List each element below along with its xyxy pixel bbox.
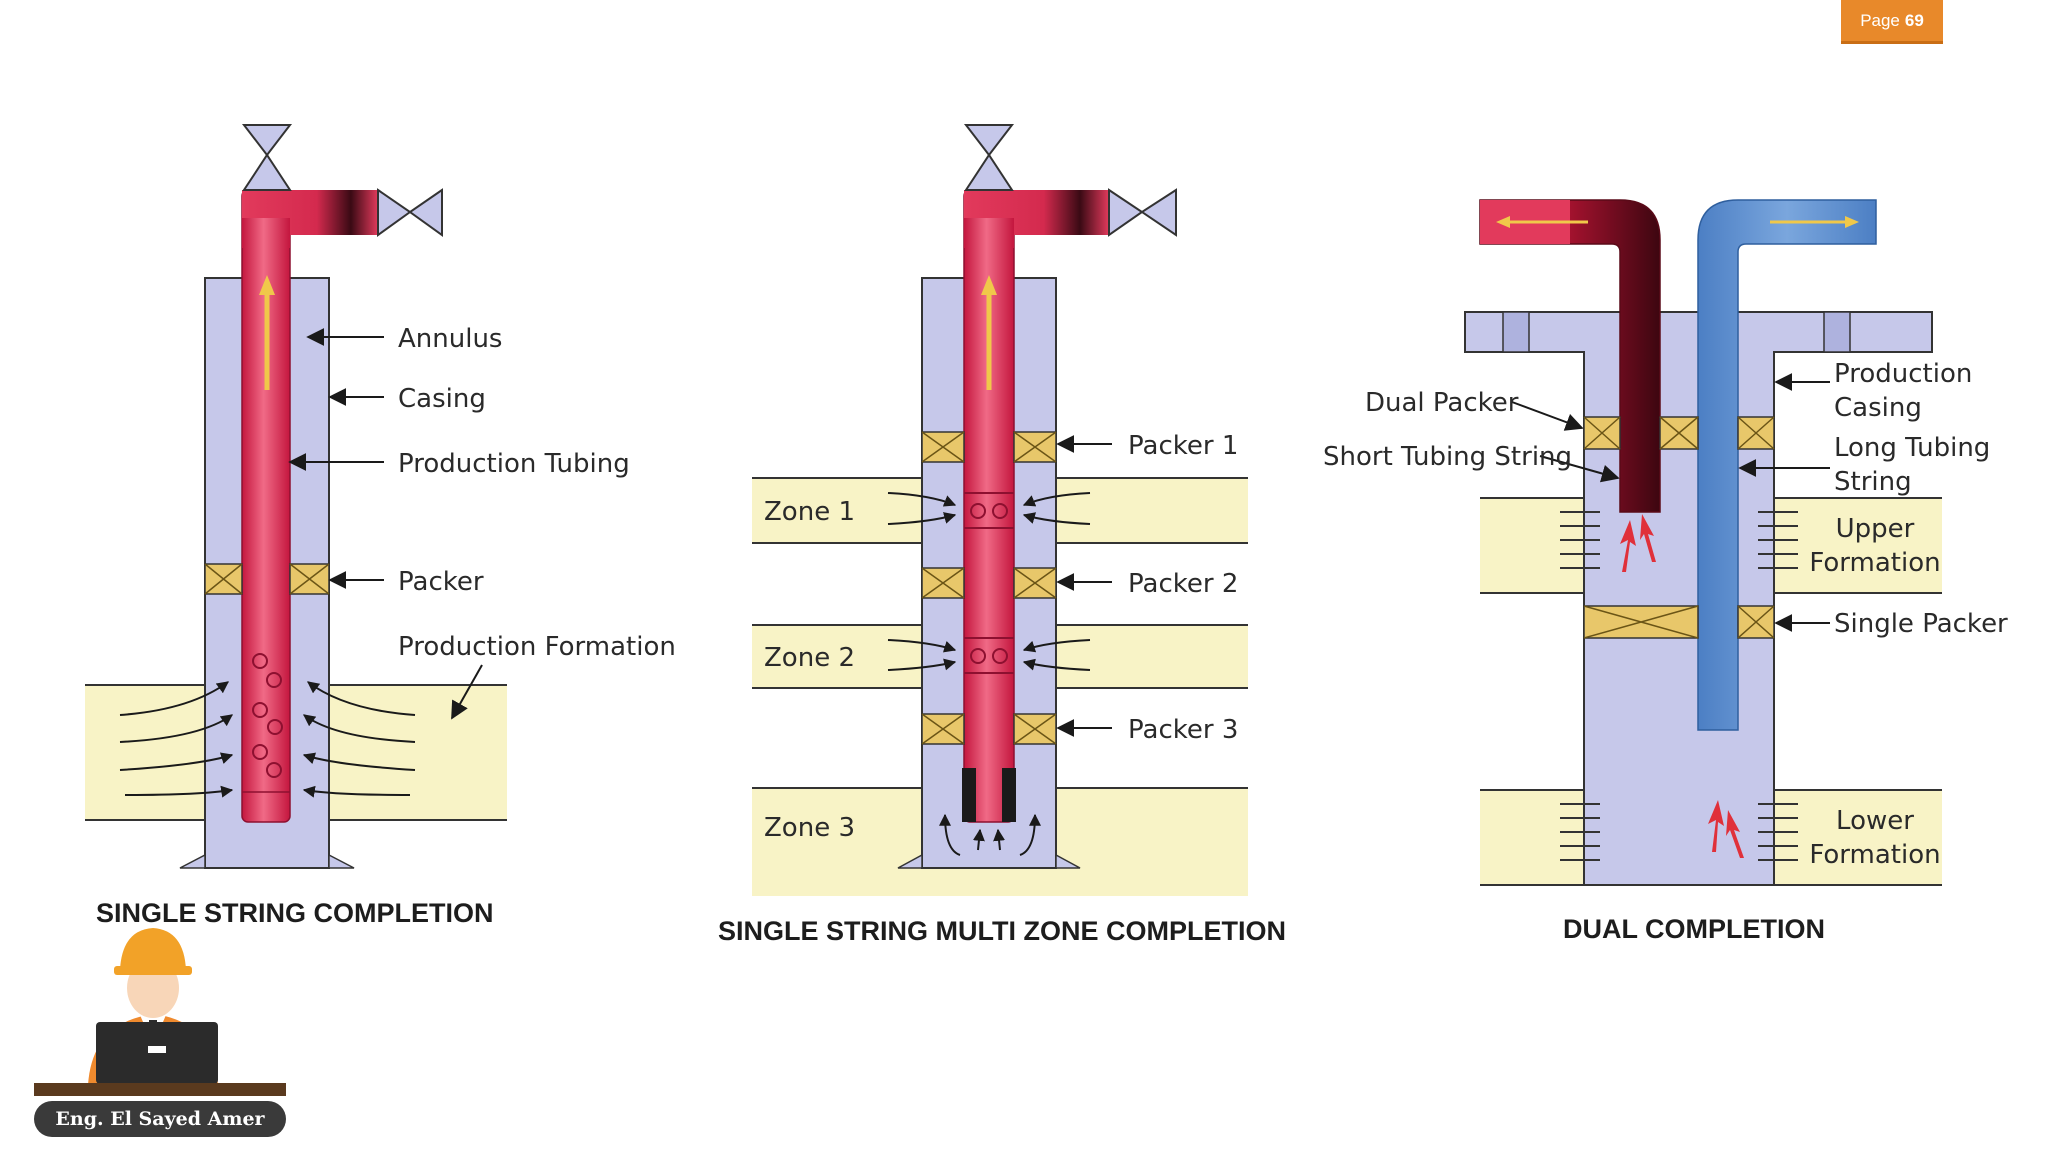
- page-number-badge: Page 69: [1841, 0, 1943, 44]
- dual-completion-caption: DUAL COMPLETION: [1563, 914, 1825, 944]
- zone-3-label: Zone 3: [764, 813, 855, 843]
- lower-formation-label-line1: Lower: [1836, 806, 1914, 836]
- long-tubing-label-line2: String: [1834, 467, 1912, 497]
- packer-label: Packer: [398, 567, 484, 597]
- zone-1-label: Zone 1: [764, 497, 855, 527]
- long-tubing-label-line1: Long Tubing: [1834, 433, 1990, 463]
- upper-formation-label-line2: Formation: [1809, 548, 1940, 578]
- packer-3-label: Packer 3: [1128, 715, 1238, 745]
- single-string-diagram: Annulus Casing Production Tubing Packer …: [85, 124, 676, 928]
- packer-2-label: Packer 2: [1128, 569, 1238, 599]
- upper-formation-label-line1: Upper: [1836, 514, 1915, 544]
- dual-packer: [1583, 416, 1775, 450]
- page-label: Page: [1860, 10, 1900, 30]
- packer-1: [921, 431, 1057, 463]
- single-string-caption: SINGLE STRING COMPLETION: [96, 898, 494, 928]
- engineer-avatar-icon: [34, 928, 286, 1096]
- production-formation-label: Production Formation: [398, 632, 676, 662]
- lower-formation-label-line2: Formation: [1809, 840, 1940, 870]
- packer-2: [921, 567, 1057, 599]
- dual-completion-diagram: Dual Packer Short Tubing String Producti…: [1323, 199, 2008, 944]
- packer: [204, 563, 330, 595]
- production-casing-label-line2: Casing: [1834, 393, 1922, 423]
- packer-3: [921, 713, 1057, 745]
- annulus-label: Annulus: [398, 324, 502, 354]
- multi-zone-diagram: Packer 1 Packer 2 Packer 3 Zone 1 Zone 2…: [718, 124, 1286, 946]
- page-number: 69: [1904, 10, 1924, 30]
- multi-zone-caption: SINGLE STRING MULTI ZONE COMPLETION: [718, 916, 1286, 946]
- zone-2-label: Zone 2: [764, 643, 855, 673]
- author-name-badge: Eng. El Sayed Amer: [34, 1101, 286, 1137]
- production-tubing-label: Production Tubing: [398, 449, 630, 479]
- single-packer: [1583, 605, 1775, 639]
- long-tubing-string: [1697, 199, 1877, 731]
- short-tubing-string-label: Short Tubing String: [1323, 442, 1572, 472]
- packer-1-label: Packer 1: [1128, 431, 1238, 461]
- dual-packer-label: Dual Packer: [1365, 388, 1519, 418]
- casing-label: Casing: [398, 384, 486, 414]
- production-casing-label-line1: Production: [1834, 359, 1972, 389]
- single-packer-label: Single Packer: [1834, 609, 2008, 639]
